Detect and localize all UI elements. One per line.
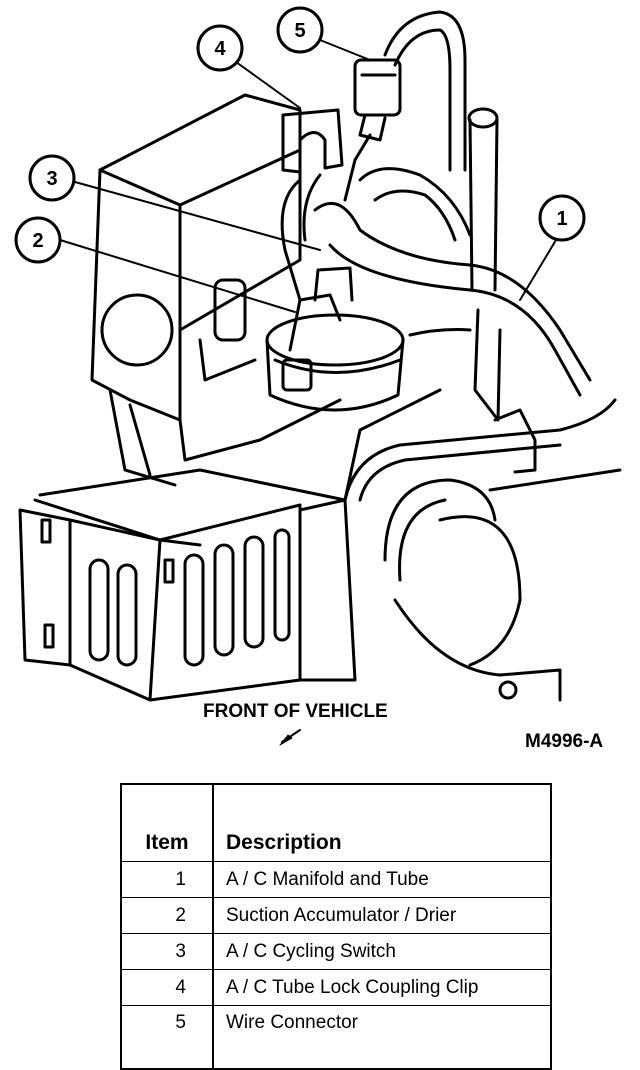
callout-1-label: 1: [556, 208, 567, 230]
grille-panel: [18, 388, 442, 702]
vertical-tube: [467, 107, 537, 474]
legend-item-number: 4: [121, 969, 214, 1006]
legend-item-description: A / C Cycling Switch: [213, 933, 551, 970]
callout-3-label: 3: [46, 168, 57, 190]
table-row: 3 A / C Cycling Switch: [121, 933, 551, 970]
callout-4: 4: [196, 24, 244, 72]
legend-item-number: 3: [121, 933, 214, 970]
legend-header-row: Item Description: [121, 784, 551, 862]
legend-table: Item Description 1 A / C Manifold and Tu…: [120, 783, 552, 1070]
suction-accumulator: [265, 266, 472, 412]
table-row: 1 A / C Manifold and Tube: [121, 861, 551, 898]
callout-4-label: 4: [214, 38, 226, 60]
upper-hose: [383, 10, 467, 172]
legend-header-description: Description: [226, 831, 342, 854]
callout-2-label: 2: [32, 230, 43, 252]
legend-item-number: 5: [121, 1005, 214, 1069]
legend-item-description: Suction Accumulator / Drier: [213, 897, 551, 934]
legend-item-description: A / C Manifold and Tube: [213, 861, 551, 898]
fender-apron: [343, 398, 622, 702]
figure-code: M4996-A: [525, 731, 603, 752]
coupling-clip: [281, 108, 344, 174]
front-of-vehicle-label: FRONT OF VEHICLE: [203, 701, 388, 722]
callout-3: 3: [28, 154, 76, 202]
legend-header-item: Item: [121, 784, 214, 862]
legend-item-description: Wire Connector: [213, 1005, 551, 1069]
table-row: 5 Wire Connector: [121, 1005, 551, 1069]
engine-compartment-diagram: 1 2 3 4 5 FRONT OF VEHICLE M4996-A: [14, 6, 622, 752]
wire-connector: [343, 58, 402, 202]
radiator-support-panel: [90, 93, 342, 487]
ac-manifold-tube: [280, 167, 592, 397]
callout-5-label: 5: [294, 20, 305, 42]
legend-item-number: 2: [121, 897, 214, 934]
leader-lines: [59, 39, 557, 743]
callout-5: 5: [276, 6, 324, 54]
callout-2: 2: [14, 216, 62, 264]
callout-1: 1: [538, 194, 586, 242]
table-row: 4 A / C Tube Lock Coupling Clip: [121, 969, 551, 1006]
legend-item-description: A / C Tube Lock Coupling Clip: [213, 969, 551, 1006]
table-row: 2 Suction Accumulator / Drier: [121, 897, 551, 934]
legend-item-number: 1: [121, 861, 214, 898]
